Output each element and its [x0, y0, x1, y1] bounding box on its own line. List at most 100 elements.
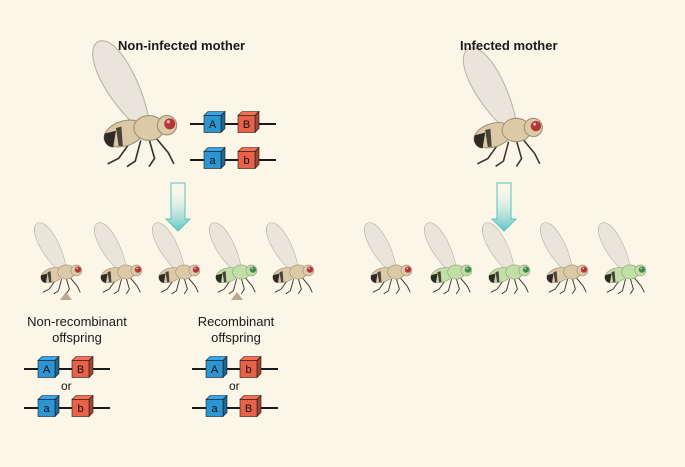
- fly-eye-highlight: [76, 267, 79, 270]
- fly-wing: [152, 222, 185, 271]
- allele-label: B: [245, 403, 252, 415]
- allele-cube-b: b: [237, 146, 260, 170]
- cube-front: [237, 115, 256, 133]
- allele-label: b: [77, 403, 83, 415]
- fly-leg: [126, 140, 142, 168]
- fly-leg: [187, 276, 199, 293]
- fly-stripe: [100, 273, 108, 283]
- arrow-infected: [490, 182, 518, 232]
- offspring-fly-right-2: [424, 222, 473, 295]
- allele-cube-b: b: [71, 394, 94, 418]
- fly-leg: [228, 278, 238, 295]
- allele-label: A: [211, 364, 219, 376]
- offspring-fly-left-1: [34, 222, 83, 295]
- fly-leg: [65, 278, 70, 295]
- allele-cube-B: B: [239, 394, 262, 418]
- fly-wing: [364, 222, 397, 271]
- fly-stripe: [158, 273, 166, 283]
- allele-label: A: [209, 119, 217, 131]
- cube-front: [203, 151, 222, 169]
- allele-label: b: [245, 364, 251, 376]
- offspring-fly-right-1: [364, 222, 413, 295]
- cube-front: [71, 360, 90, 378]
- arrow-non-infected: [164, 182, 192, 232]
- fly-wing: [482, 222, 515, 271]
- fly-leg: [183, 278, 188, 295]
- allele-label: a: [209, 155, 216, 167]
- fly-eye-highlight: [582, 267, 585, 270]
- infected-mother-title: Infected mother: [460, 38, 558, 53]
- fly-eye: [192, 266, 200, 273]
- fly-stripe: [377, 271, 382, 283]
- fly-eye-highlight: [406, 267, 409, 270]
- fly-stripe: [47, 271, 52, 283]
- fly-leg: [459, 276, 471, 293]
- cube-front: [37, 360, 56, 378]
- fly-stripe: [115, 126, 123, 146]
- fly-eye: [249, 266, 257, 273]
- mother-fly-infected: [462, 47, 543, 168]
- fly-wing: [462, 47, 517, 129]
- cube-side: [256, 355, 262, 379]
- fly-stripe: [430, 273, 438, 283]
- fly-eye-highlight: [640, 267, 643, 270]
- fly-leg: [571, 278, 576, 295]
- offspring-fly-right-3: [482, 222, 531, 295]
- fly-stripe: [546, 273, 554, 283]
- cube-front: [203, 115, 222, 133]
- fly-leg: [395, 278, 400, 295]
- fly-leg: [113, 278, 123, 295]
- fly-leg: [455, 278, 460, 295]
- cube-front: [239, 360, 258, 378]
- allele-cube-A: A: [37, 355, 60, 379]
- allele-cube-b: b: [239, 355, 262, 379]
- fly-leg: [285, 278, 295, 295]
- fly-stripe: [40, 273, 48, 283]
- fly-leg: [69, 276, 81, 293]
- non-recombinant-caption: Non-recombinant offspring: [14, 314, 140, 346]
- fly-wing: [34, 222, 67, 271]
- cube-front: [205, 360, 224, 378]
- cube-side: [254, 146, 260, 170]
- fly-stripe: [495, 271, 500, 283]
- fly-eye-highlight: [533, 122, 537, 126]
- mother-fly-non-infected: [92, 40, 178, 168]
- fly-leg: [171, 278, 181, 295]
- cube-side: [88, 394, 94, 418]
- fly-stripe: [437, 271, 442, 283]
- allele-cube-a: a: [203, 146, 226, 170]
- cube-side: [222, 355, 228, 379]
- fly-leg: [575, 276, 587, 293]
- fly-eye: [134, 266, 142, 273]
- fly-stripe: [165, 271, 170, 283]
- fly-eye: [306, 266, 314, 273]
- fly-wing: [92, 40, 150, 126]
- cube-side: [222, 394, 228, 418]
- offspring-fly-left-4: [209, 222, 258, 295]
- fly-eye: [464, 266, 472, 273]
- offspring-fly-right-4: [540, 222, 589, 295]
- fly-leg: [495, 141, 510, 168]
- or-label-recombinant: or: [229, 379, 240, 393]
- fly-stripe: [222, 271, 227, 283]
- fly-stripe: [215, 273, 223, 283]
- fly-eye: [404, 266, 412, 273]
- allele-cube-a: a: [205, 394, 228, 418]
- allele-cube-B: B: [71, 355, 94, 379]
- allele-cube-B: B: [237, 110, 260, 134]
- allele-label: B: [77, 364, 84, 376]
- cube-front: [237, 151, 256, 169]
- cube-front: [37, 399, 56, 417]
- fly-leg: [148, 138, 156, 168]
- fly-eye-highlight: [136, 267, 139, 270]
- recombinant-caption-line1: Recombinant: [197, 314, 275, 329]
- fly-stripe: [604, 273, 612, 283]
- fly-eye: [638, 266, 646, 273]
- cube-side: [54, 394, 60, 418]
- fly-stripe: [370, 273, 378, 283]
- cube-side: [220, 146, 226, 170]
